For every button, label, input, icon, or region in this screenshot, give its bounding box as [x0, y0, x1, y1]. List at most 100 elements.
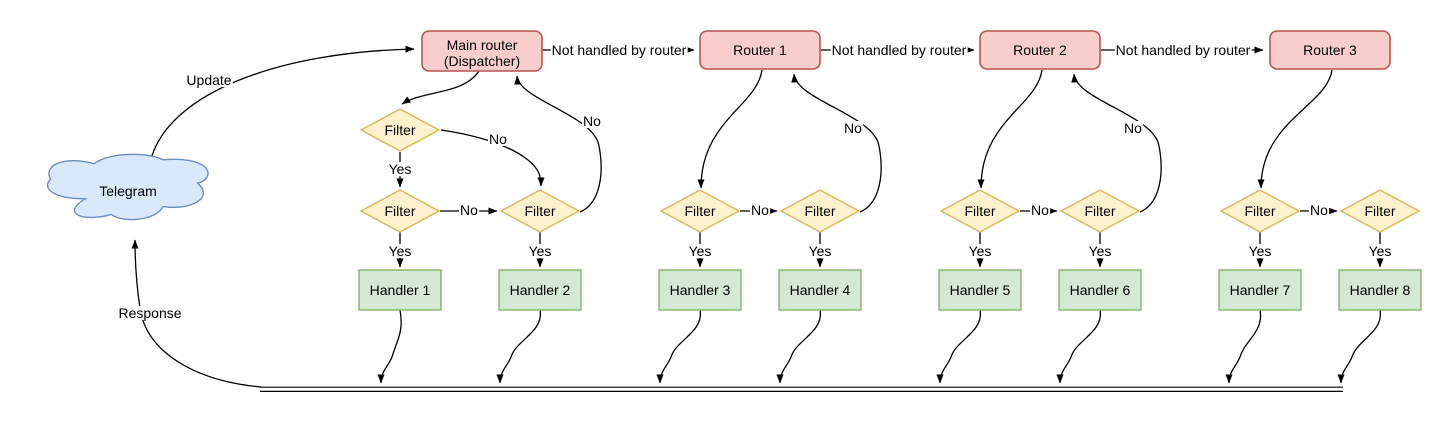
main-router-label: Main router(Dispatcher): [444, 37, 520, 69]
edge-label-response: Response: [117, 305, 183, 321]
edge-label-text: Update: [186, 72, 231, 88]
edge-label-text: Yes: [1369, 243, 1392, 259]
filter-node-8: [1219, 189, 1301, 233]
edge-label-bg: [1123, 121, 1144, 135]
edge-label-router1-filters-no: No: [750, 202, 771, 218]
edge-label-text: Yes: [809, 243, 832, 259]
edge-router1-loop-no: [791, 73, 882, 213]
handler-4-node: [778, 269, 862, 311]
edge-label-text: Response: [118, 305, 181, 321]
edge-label-not-handled-2: Not handled by router: [830, 42, 968, 58]
edge-label-text: No: [489, 131, 507, 147]
filter-label: Filter: [1364, 203, 1395, 219]
edge-handler-8-bus: [1337, 309, 1381, 384]
edge-label-bg: [1247, 244, 1273, 258]
edge-dispatcher-filter1: [401, 70, 480, 105]
filter-node-7: [1059, 189, 1141, 233]
handler-2-label: Handler 2: [510, 282, 571, 298]
main-router-node: [421, 30, 543, 72]
handler-5-label: Handler 5: [950, 282, 1011, 298]
filter-label: Filter: [964, 203, 995, 219]
edge-label-filter-handler-2-yes: Yes: [527, 243, 553, 259]
edge-label-filter-handler-5-yes: Yes: [967, 243, 993, 259]
edge-label-bg: [488, 132, 509, 146]
edge-label-bg: [1367, 244, 1393, 258]
edge-label-text: No: [583, 113, 601, 129]
telegram-label: Telegram: [99, 183, 157, 199]
edge-handler-5-bus: [936, 309, 981, 384]
edge-label-filter-handler-3-yes: Yes: [687, 243, 713, 259]
edge-label-bg: [1309, 203, 1330, 217]
edge-label-bg: [687, 244, 713, 258]
edge-label-bg: [550, 43, 688, 57]
edge-label-text: No: [844, 120, 862, 136]
filter-node-5: [779, 189, 861, 233]
handler-8-node: [1338, 269, 1422, 311]
edge-label-text: No: [460, 202, 478, 218]
edge-label-text: Yes: [389, 161, 412, 177]
telegram-cloud: [46, 153, 209, 221]
edge-label-bg: [967, 244, 993, 258]
router-1-label: Router 1: [733, 42, 787, 58]
edge-handler-3-bus: [656, 309, 701, 384]
edge-label-bg: [459, 203, 480, 217]
handler-7-node: [1218, 269, 1302, 311]
edge-label-text: Yes: [529, 243, 552, 259]
edge-filter1-filter3-no: [440, 129, 545, 187]
edge-label-text: No: [1124, 120, 1142, 136]
filter-node-4: [659, 189, 741, 233]
router-2-label: Router 2: [1013, 42, 1067, 58]
edge-label-filter1-filter3-no: No: [488, 131, 509, 147]
edge-label-text: No: [751, 202, 769, 218]
filter-node-1: [359, 108, 441, 152]
edge-label-filter-handler-7-yes: Yes: [1247, 243, 1273, 259]
edge-label-bg: [1114, 43, 1252, 57]
edge-label-text: Not handled by router: [552, 42, 687, 58]
edge-router2-loop-no: [1071, 73, 1162, 213]
edge-label-bg: [527, 244, 553, 258]
edge-label-bg: [1087, 244, 1113, 258]
filter-label: Filter: [684, 203, 715, 219]
handler-3-label: Handler 3: [670, 282, 731, 298]
edge-label-text: No: [1031, 202, 1049, 218]
edge-label-filter1-filter2-yes: Yes: [387, 161, 413, 177]
edge-label-text: No: [1310, 202, 1328, 218]
edge-label-bg: [750, 203, 771, 217]
edge-label-not-handled-1: Not handled by router: [550, 42, 688, 58]
handler-6-node: [1058, 269, 1142, 311]
edge-label-text: Yes: [689, 243, 712, 259]
handler-5-node: [938, 269, 1022, 311]
edge-router3-filter-left: [1257, 69, 1333, 189]
handler-2-node: [498, 269, 582, 311]
edge-label-bg: [807, 244, 833, 258]
filter-node-3: [499, 189, 581, 233]
handler-3-node: [658, 269, 742, 311]
edge-label-filter-handler-8-yes: Yes: [1367, 243, 1393, 259]
filter-label: Filter: [524, 203, 555, 219]
edge-router2-filter-left: [977, 69, 1043, 189]
edge-label-bg: [582, 114, 603, 128]
edge-handler-7-bus: [1225, 309, 1262, 384]
edge-label-filter3-dispatcher-no: No: [582, 113, 603, 129]
filter-label: Filter: [1084, 203, 1115, 219]
handler-6-label: Handler 6: [1070, 282, 1131, 298]
edge-label-not-handled-3: Not handled by router: [1114, 42, 1252, 58]
router-3-node: [1269, 30, 1391, 70]
edge-handler-4-bus: [776, 309, 821, 384]
edge-label-router2-filters-no: No: [1030, 202, 1051, 218]
handler-1-node: [358, 269, 442, 311]
edge-label-filter2-filter3-no: No: [459, 202, 480, 218]
edge-label-bg: [387, 162, 413, 176]
edge-handler-1-bus: [377, 309, 402, 384]
edge-label-text: Yes: [389, 243, 412, 259]
filter-node-6: [939, 189, 1021, 233]
edge-router1-filter-left: [697, 69, 763, 189]
filter-label: Filter: [384, 122, 415, 138]
router-2-node: [979, 30, 1101, 70]
edge-label-router2-loop-no: No: [1123, 120, 1144, 136]
filter-label: Filter: [804, 203, 835, 219]
handler-8-label: Handler 8: [1350, 282, 1411, 298]
handler-7-label: Handler 7: [1230, 282, 1291, 298]
